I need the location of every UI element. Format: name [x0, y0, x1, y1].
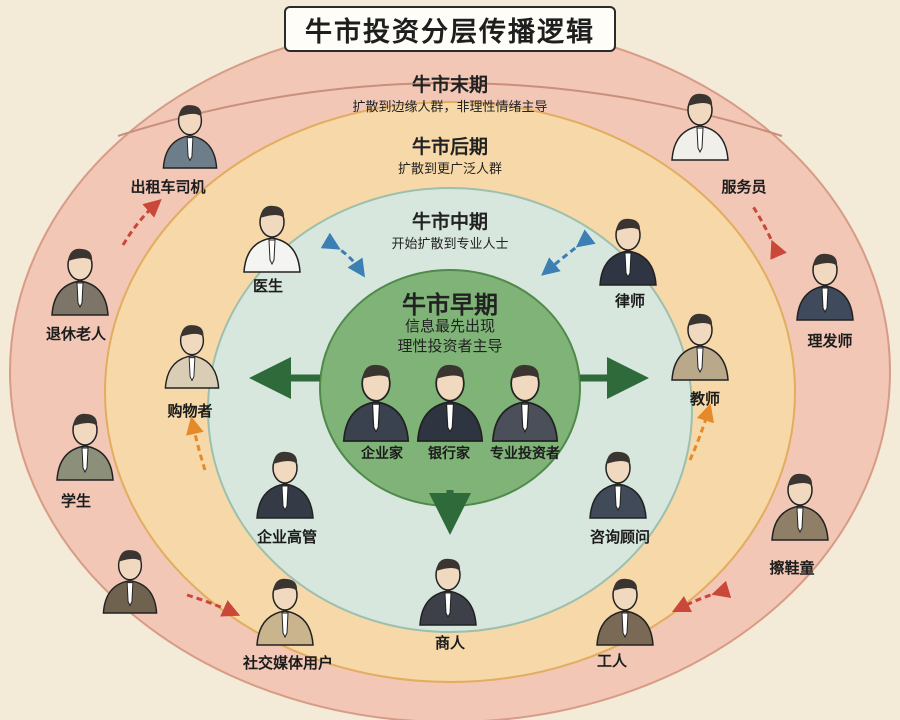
label-shoeshine-boy: 擦鞋童 — [769, 557, 814, 578]
early-ring-subtitle-2: 理性投资者主导 — [350, 335, 550, 356]
post-ring-title: 牛市后期 — [330, 132, 570, 159]
label-consultant: 咨询顾问 — [590, 526, 650, 547]
label-banker: 银行家 — [428, 443, 470, 463]
label-teacher: 教师 — [690, 388, 720, 409]
early-ring-subtitle-1: 信息最先出现 — [350, 315, 550, 336]
mid-ring-title: 牛市中期 — [330, 207, 570, 234]
label-doctor: 医生 — [253, 275, 283, 296]
page-title: 牛市投资分层传播逻辑 — [284, 6, 616, 52]
label-taxi-driver: 出租车司机 — [130, 176, 205, 197]
label-lawyer: 律师 — [615, 290, 645, 311]
mid-ring-subtitle: 开始扩散到专业人士 — [330, 233, 570, 252]
late-ring-subtitle: 扩散到边缘人群，非理性情绪主导 — [300, 96, 600, 115]
label-entrepreneur: 企业家 — [361, 443, 403, 463]
label-barber: 理发师 — [807, 330, 852, 351]
label-merchant: 商人 — [435, 632, 465, 653]
late-ring-title: 牛市末期 — [330, 70, 570, 97]
label-social-media-user: 社交媒体用户 — [243, 652, 333, 673]
label-shopper: 购物者 — [167, 400, 212, 421]
label-student: 学生 — [61, 490, 91, 511]
label-professional-investor: 专业投资者 — [490, 443, 560, 463]
label-retiree: 退休老人 — [46, 323, 106, 344]
label-waiter: 服务员 — [721, 176, 766, 197]
post-ring-subtitle: 扩散到更广泛人群 — [330, 158, 570, 177]
label-worker: 工人 — [597, 650, 627, 671]
label-executive: 企业高管 — [257, 526, 317, 547]
